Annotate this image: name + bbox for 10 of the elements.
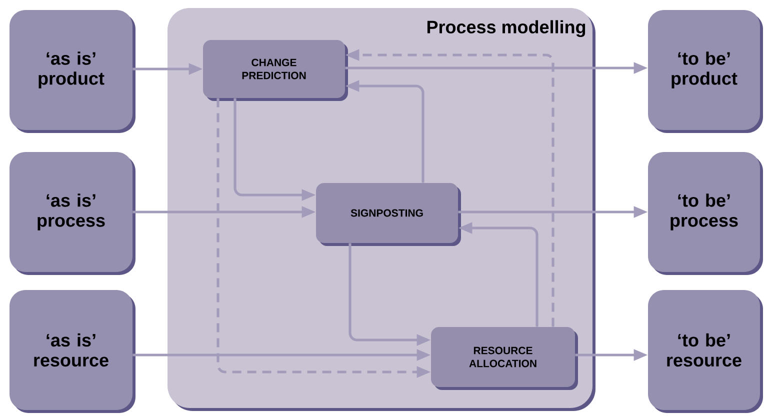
process-box: CHANGE PREDICTION — [203, 40, 348, 101]
panel-heading: Process modelling — [427, 20, 586, 38]
state-box: ‘to be’ product — [648, 10, 763, 133]
state-box: ‘to be’ resource — [648, 290, 763, 413]
state-box: ‘to be’ process — [648, 152, 763, 275]
state-box: ‘as is’ process — [10, 152, 136, 275]
process-box: SIGNPOSTING — [316, 183, 461, 246]
process-box: RESOURCE ALLOCATION — [431, 327, 578, 390]
state-box: ‘as is’ resource — [10, 290, 136, 413]
state-box: ‘as is’ product — [10, 10, 136, 133]
